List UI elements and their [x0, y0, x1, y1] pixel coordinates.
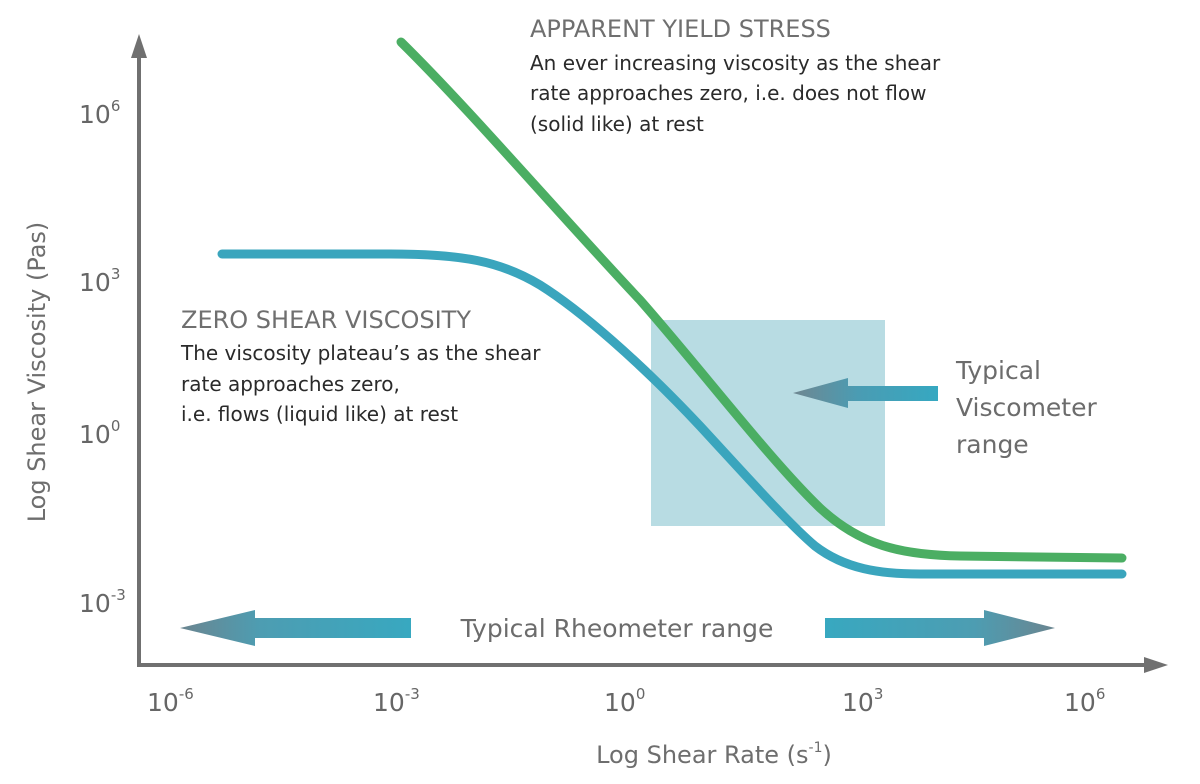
- yield-stress-line: (solid like) at rest: [530, 112, 704, 136]
- rheometer-right-arrow: [825, 610, 1055, 646]
- zero-shear-annotation: ZERO SHEAR VISCOSITY The viscosity plate…: [180, 306, 541, 426]
- viscometer-range-annotation: Typical Viscometer range: [793, 356, 1097, 459]
- x-tick-label: 10-3: [373, 685, 420, 717]
- x-axis-arrowhead: [1144, 657, 1168, 673]
- zero-shear-line: rate approaches zero,: [181, 372, 400, 396]
- x-tick-label: 100: [604, 685, 645, 717]
- series-line-zero-shear: [217, 249, 1127, 579]
- y-tick-label: 106: [79, 97, 120, 129]
- zero-shear-title: ZERO SHEAR VISCOSITY: [181, 306, 471, 334]
- y-tick-label: 10-3: [79, 586, 126, 618]
- y-tick-label: 103: [79, 265, 120, 297]
- viscometer-label-line: Viscometer: [956, 393, 1097, 422]
- axes: [131, 34, 1168, 673]
- rheometer-label: Typical Rheometer range: [460, 614, 774, 643]
- yield-stress-title: APPARENT YIELD STRESS: [530, 15, 831, 43]
- rheometer-left-arrow: [180, 610, 411, 646]
- x-tick-label: 106: [1064, 685, 1105, 717]
- viscometer-label-line: range: [956, 430, 1029, 459]
- series-line-yield-stress: [396, 37, 1127, 563]
- x-tick-labels: 10-6 10-3 100 103 106: [147, 685, 1105, 717]
- x-axis-title: Log Shear Rate (s-1): [596, 740, 832, 769]
- y-axis-title: Log Shear Viscosity (Pas): [23, 222, 51, 523]
- yield-stress-annotation: APPARENT YIELD STRESS An ever increasing…: [530, 15, 941, 136]
- zero-shear-line: The viscosity plateau’s as the shear: [180, 341, 541, 365]
- y-axis-arrowhead: [131, 34, 147, 58]
- rheometer-range-annotation: Typical Rheometer range: [180, 610, 1055, 646]
- y-tick-label: 100: [79, 417, 120, 449]
- yield-stress-line: rate approaches zero, i.e. does not flow: [530, 81, 926, 105]
- viscometer-label-line: Typical: [955, 356, 1041, 385]
- y-tick-labels: 106 103 100 10-3: [79, 97, 126, 618]
- yield-stress-line: An ever increasing viscosity as the shea…: [530, 51, 941, 75]
- x-tick-label: 10-6: [147, 685, 194, 717]
- zero-shear-line: i.e. flows (liquid like) at rest: [181, 402, 458, 426]
- x-tick-label: 103: [842, 685, 883, 717]
- viscometer-arrow: [793, 378, 938, 408]
